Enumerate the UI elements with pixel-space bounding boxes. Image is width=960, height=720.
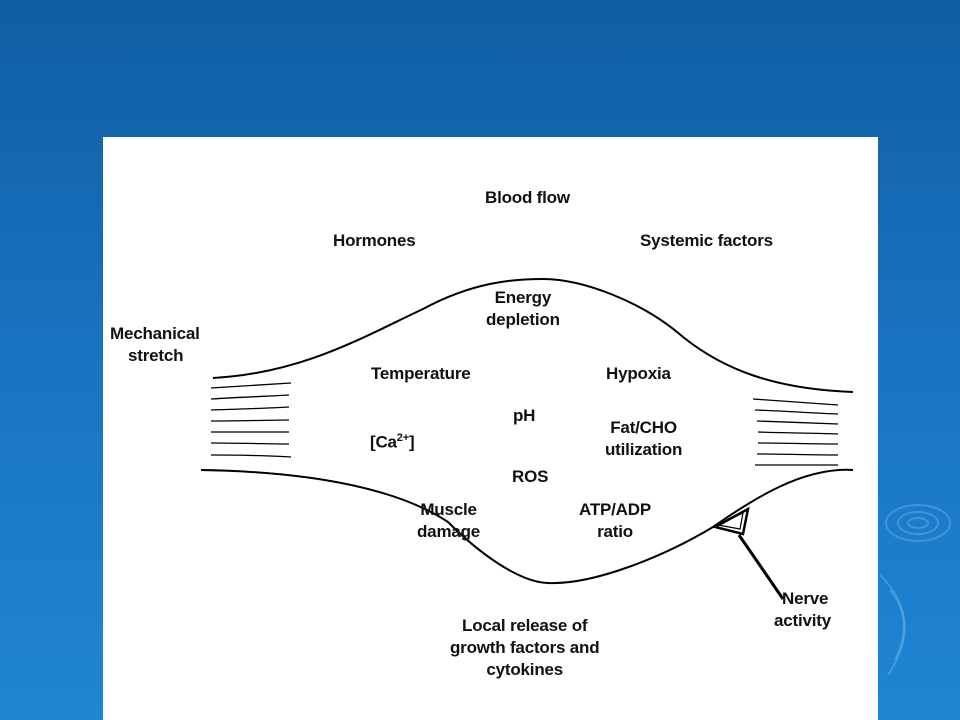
label-temperature: Temperature <box>371 364 471 383</box>
fiber-lines-left <box>210 382 292 458</box>
label-ros: ROS <box>512 467 549 486</box>
diagram-panel: Blood flow Hormones Systemic factors Mec… <box>103 137 878 720</box>
muscle-outline-bottom <box>200 468 854 585</box>
label-hypoxia: Hypoxia <box>606 364 671 383</box>
fiber-lines-right <box>752 398 839 466</box>
muscle-fiber-diagram <box>200 277 854 600</box>
label-ph: pH <box>513 406 536 425</box>
label-calcium: [Ca2+] <box>370 432 415 452</box>
label-blood-flow: Blood flow <box>485 188 570 207</box>
muscle-outline-top <box>212 277 854 393</box>
nerve-ending-icon <box>711 506 785 600</box>
label-atp-adp-ratio: ATP/ADP ratio <box>579 500 651 541</box>
label-fat-cho-utilization: Fat/CHO utilization <box>605 418 683 459</box>
label-systemic-factors: Systemic factors <box>640 231 773 250</box>
label-nerve-activity: Nerve activity <box>774 589 831 630</box>
label-hormones: Hormones <box>333 231 416 250</box>
label-local-release: Local release of growth factors and cyto… <box>450 616 600 679</box>
label-energy-depletion: Energy depletion <box>486 288 560 329</box>
label-muscle-damage: Muscle damage <box>417 500 481 541</box>
label-mechanical-stretch: Mechanical stretch <box>110 324 200 365</box>
